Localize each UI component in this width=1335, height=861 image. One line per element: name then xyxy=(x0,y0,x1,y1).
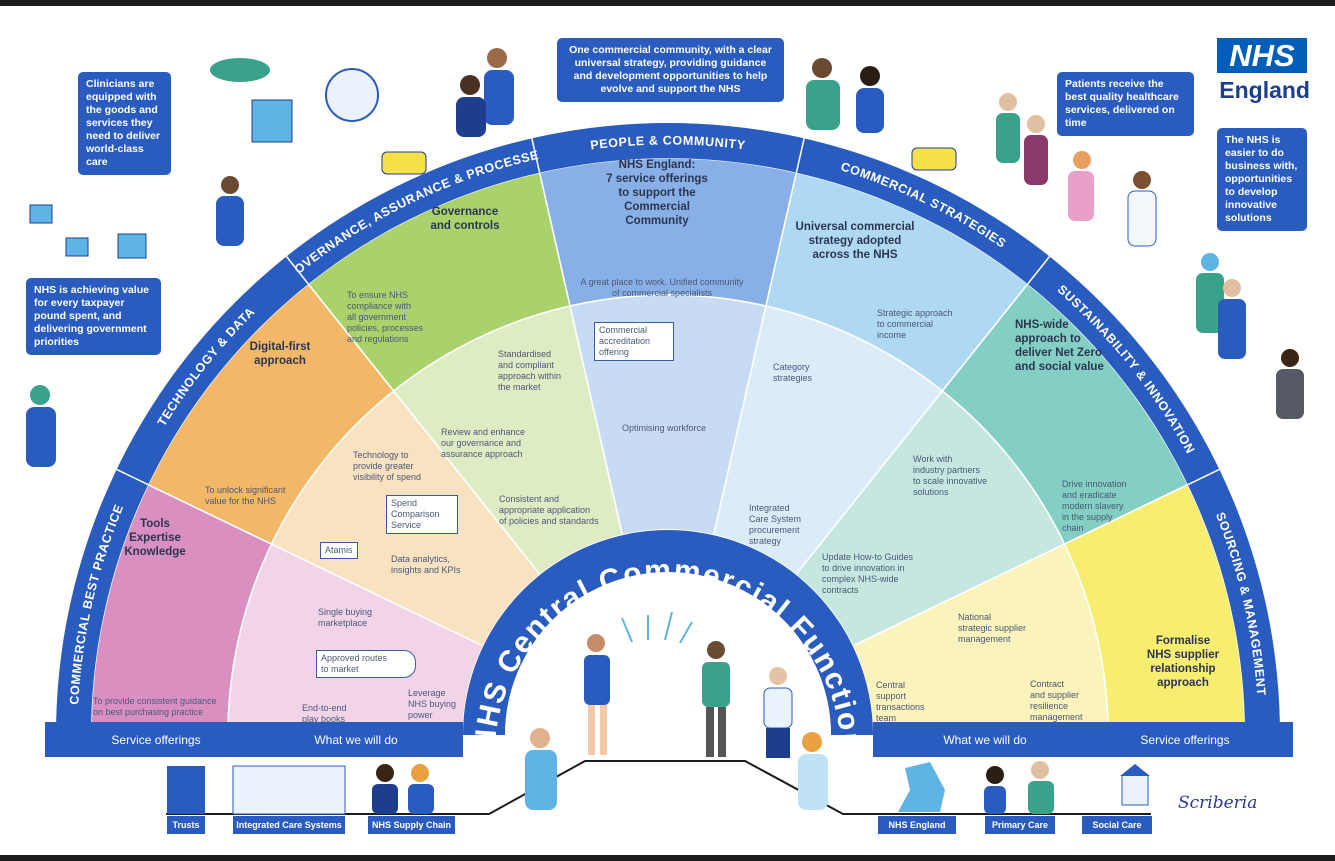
bottom-frame-bar xyxy=(0,855,1335,861)
callout-patients: Patients receive the best quality health… xyxy=(1057,72,1194,136)
band-divider xyxy=(531,138,541,173)
service-text-strategies: Strategic approach to commercial income xyxy=(877,308,953,340)
service-heading-sustainability: NHS-wide approach to deliver Net Zero an… xyxy=(1015,319,1104,373)
service-text-sustainability: Drive innovation and eradicate modern sl… xyxy=(1062,479,1127,533)
band-dividers xyxy=(116,138,1220,486)
bottom-bar-left xyxy=(45,722,463,757)
action-approved-routes: Approved routes to market xyxy=(316,650,416,678)
band-label-people-community: PEOPLE & COMMUNITY xyxy=(590,133,747,152)
action-how-to-guides: Update How-to Guides to drive innovation… xyxy=(822,552,914,595)
bar-label-what-we-will-do-left: What we will do xyxy=(314,733,398,747)
service-heading-best-practice: Tools Expertise Knowledge xyxy=(124,518,186,558)
action-play-books: End-to-end play books xyxy=(302,703,347,724)
wheel-sectors xyxy=(90,157,1246,736)
stakeholder-social-care: Social Care xyxy=(1082,816,1152,834)
service-heading-sourcing: Formalise NHS supplier relationship appr… xyxy=(1146,635,1220,689)
service-heading-governance: Governance and controls xyxy=(430,206,500,232)
action-central-support-team: Central support transactions team xyxy=(876,680,925,723)
top-frame-bar xyxy=(0,0,1335,6)
service-heading-people: NHS England: 7 service offerings to supp… xyxy=(606,159,708,227)
service-heading-strategies: Universal commercial strategy adopted ac… xyxy=(795,221,915,261)
bar-label-service-offerings-left: Service offerings xyxy=(111,733,201,747)
top-figures-illustration xyxy=(26,48,1304,467)
callout-business: The NHS is easier to do business with, o… xyxy=(1217,128,1307,231)
service-text-people: A great place to work. Unified community… xyxy=(580,277,744,298)
band-divider xyxy=(1027,256,1051,285)
nhs-logo: NHS xyxy=(1217,38,1307,73)
stakeholder-nhs-supply-chain: NHS Supply Chain xyxy=(368,816,455,834)
stakeholder-nhs-england: NHS England xyxy=(878,816,956,834)
action-optimising-workforce: Optimising workforce xyxy=(622,423,707,433)
bottom-bar-right xyxy=(873,722,1293,757)
stakeholder-trusts: Trusts xyxy=(167,816,205,834)
action-category-strategies: Category strategies xyxy=(773,362,813,383)
stakeholder-illustrations xyxy=(167,761,1150,815)
artist-signature: Scriberia xyxy=(1178,793,1258,813)
callout-value: NHS is achieving value for every taxpaye… xyxy=(26,278,161,355)
action-review-governance: Review and enhance our governance and as… xyxy=(441,427,526,459)
stakeholder-primary-care: Primary Care xyxy=(985,816,1055,834)
callout-community: One commercial community, with a clear u… xyxy=(557,38,784,102)
action-spend-comparison-service: Spend Comparison Service xyxy=(386,495,458,534)
service-text-best-practice: To provide consistent guidance on best p… xyxy=(93,696,217,717)
action-atamis: Atamis xyxy=(320,542,358,559)
center-band xyxy=(463,530,873,735)
callout-clinicians: Clinicians are equipped with the goods a… xyxy=(78,72,171,175)
band-divider xyxy=(116,468,149,486)
action-data-analytics: Data analytics, insights and KPIs xyxy=(391,554,461,575)
stage-outline xyxy=(166,760,1151,815)
band-divider xyxy=(1187,468,1220,486)
bar-label-service-offerings-right: Service offerings xyxy=(1140,733,1230,747)
action-industry-partners: Work with industry partners to scale inn… xyxy=(913,454,988,497)
action-consistent-application: Consistent and appropriate application o… xyxy=(499,494,599,526)
action-leverage-buying-power: Leverage NHS buying power xyxy=(408,688,457,720)
action-national-supplier-management: National strategic supplier management xyxy=(958,612,1027,644)
service-text-technology: To unlock significant value for the NHS xyxy=(205,485,286,506)
band-divider xyxy=(285,256,309,285)
action-commercial-accreditation: Commercial accreditation offering xyxy=(594,322,674,361)
bar-label-what-we-will-do-right: What we will do xyxy=(943,733,1027,747)
action-contract-resilience: Contract and supplier resilience managem… xyxy=(1030,679,1083,722)
center-figures-illustration xyxy=(525,611,828,810)
nhs-logo-region: England xyxy=(1219,77,1310,103)
action-ics-procurement: Integrated Care System procurement strat… xyxy=(749,503,802,546)
action-visibility-of-spend: Technology to provide greater visibility… xyxy=(353,450,422,482)
service-heading-technology: Digital-first approach xyxy=(249,341,311,367)
action-standardised-approach: Standardised and compliant approach with… xyxy=(498,349,562,392)
band-divider xyxy=(795,138,805,173)
action-single-buying-marketplace: Single buying marketplace xyxy=(318,607,373,628)
service-text-governance: To ensure NHS compliance with all govern… xyxy=(347,290,424,344)
stakeholder-integrated-care-systems: Integrated Care Systems xyxy=(233,816,345,834)
